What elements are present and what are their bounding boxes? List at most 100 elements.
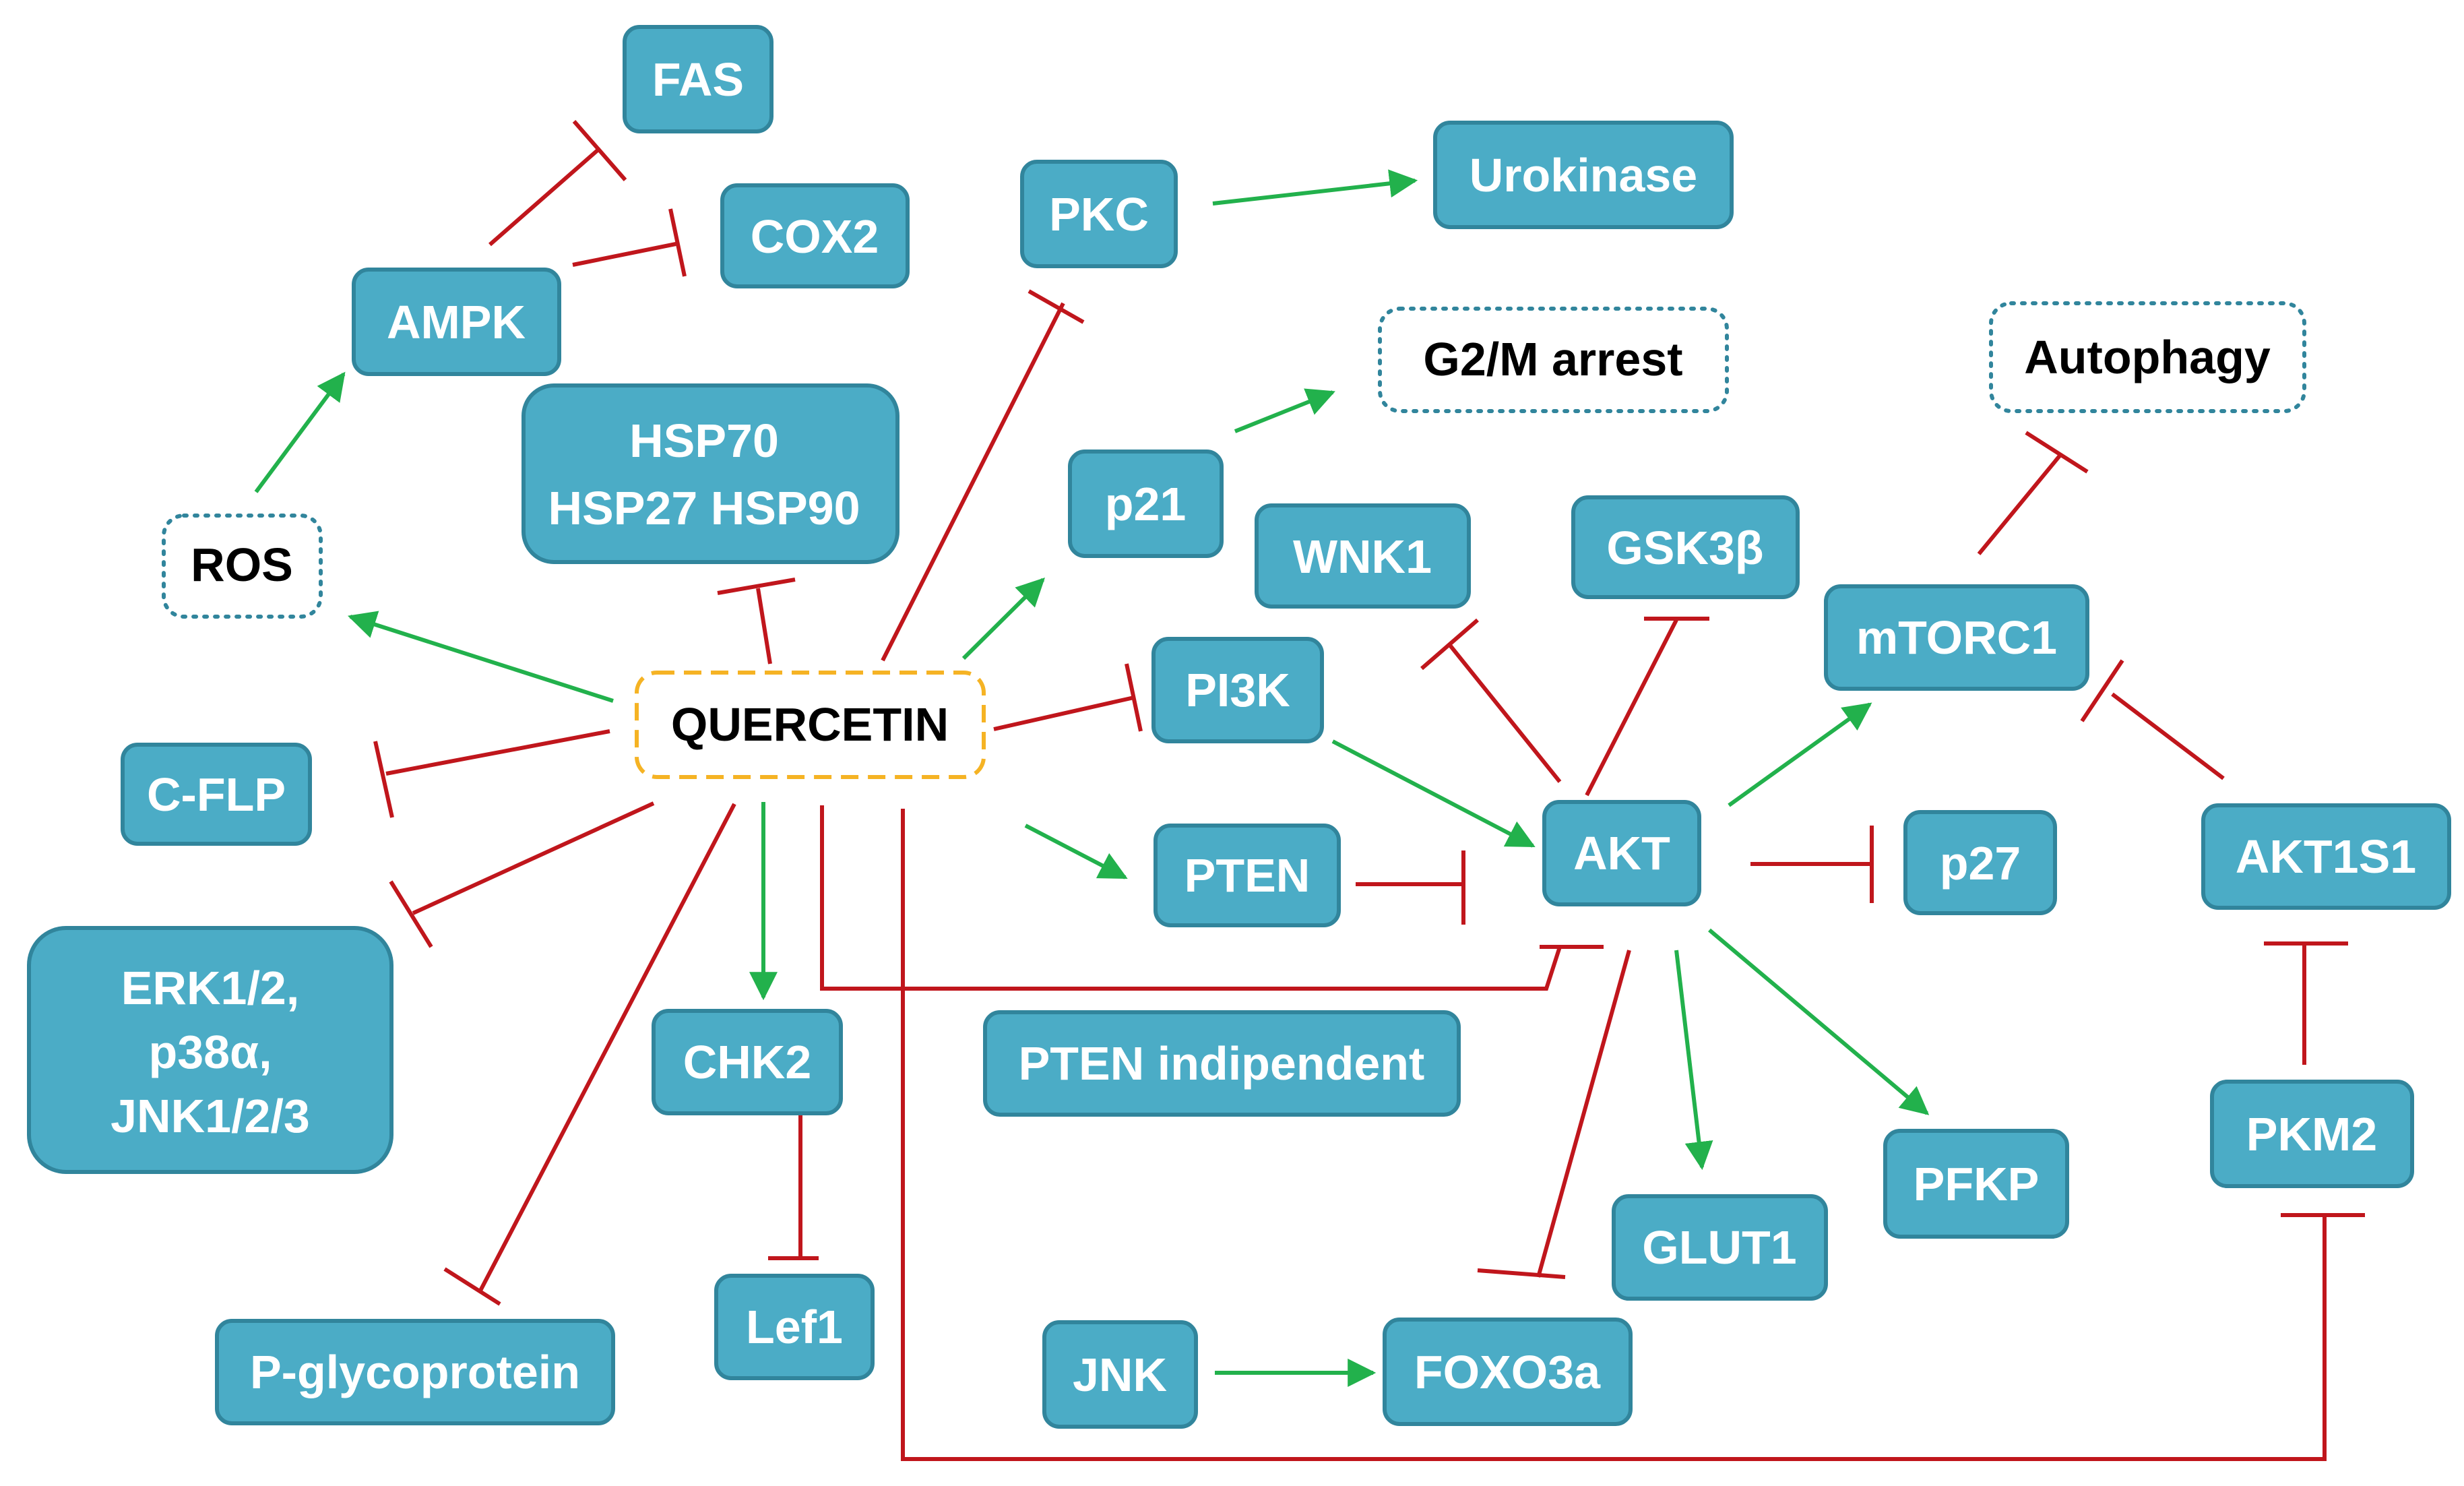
- edge-quercetin-akt-pten-independent: [820, 805, 1562, 991]
- edge-quercetin-pkc: [881, 302, 1065, 662]
- edge-quercetin-pi3k-bar: [1125, 663, 1143, 732]
- edge-quercetin-pkm2: [901, 809, 2327, 1461]
- node-quercetin-label: QUERCETIN: [671, 698, 949, 751]
- node-pkc-label: PKC: [1049, 188, 1149, 241]
- edge-akt1s1-mtorc1: [2111, 692, 2225, 780]
- edge-mtorc1-autophagy: [1977, 454, 2062, 555]
- edge-quercetin-cflp: [385, 729, 610, 776]
- edge-quercetin-pglyco: [478, 803, 736, 1292]
- node-chk2: CHK2: [652, 1009, 843, 1115]
- edge-quercetin-cflp-bar: [373, 741, 394, 818]
- node-urokinase-label: Urokinase: [1470, 149, 1697, 202]
- node-pten: PTEN: [1154, 824, 1341, 927]
- node-akt-label: AKT: [1573, 827, 1670, 879]
- node-p-glycoprotein-label: P-glycoprotein: [250, 1346, 580, 1398]
- edge-ampk-cox2: [572, 242, 676, 267]
- node-wnk1-label: WNK1: [1293, 530, 1432, 583]
- node-chk2-label: CHK2: [683, 1036, 812, 1088]
- node-cflp-label: C-FLP: [147, 768, 286, 821]
- edge-akt-wnk1-bar: [1420, 618, 1479, 671]
- edges: [254, 120, 2365, 1461]
- edge-quercetin-erk-bar: [389, 880, 433, 948]
- node-p27-label: p27: [1940, 837, 2021, 890]
- edge-akt-foxo3a: [1536, 950, 1631, 1278]
- node-jnk-label: JNK: [1073, 1349, 1167, 1401]
- nodes: ROS G2/M arrest Autophagy QUERCETIN FAS …: [27, 25, 2451, 1429]
- node-quercetin: QUERCETIN: [635, 671, 986, 779]
- node-pi3k: PI3K: [1151, 637, 1324, 743]
- node-gsk3b: GSK3β: [1571, 495, 1800, 599]
- edge-quercetin-p21: [961, 578, 1045, 660]
- node-cox2: COX2: [720, 183, 910, 288]
- node-fas-label: FAS: [652, 53, 744, 106]
- edge-akt-gsk3b: [1585, 619, 1678, 797]
- node-p27: p27: [1903, 810, 2057, 915]
- node-ampk-label: AMPK: [387, 296, 526, 348]
- node-pfkp: PFKP: [1883, 1129, 2069, 1239]
- node-pfkp-label: PFKP: [1914, 1158, 2040, 1210]
- edge-quercetin-hsp-bar: [717, 578, 796, 595]
- node-p21-label: p21: [1105, 478, 1187, 530]
- node-autophagy-label: Autophagy: [2024, 331, 2271, 383]
- node-urokinase: Urokinase: [1433, 121, 1734, 229]
- edge-ros-ampk: [254, 371, 346, 493]
- edge-quercetin-ros: [348, 611, 614, 703]
- node-foxo3a: FOXO3a: [1383, 1318, 1633, 1426]
- node-foxo3a-label: FOXO3a: [1414, 1346, 1601, 1398]
- node-mtorc1-label: mTORC1: [1856, 611, 2057, 664]
- node-erk-label-3: JNK1/2/3: [110, 1090, 310, 1142]
- node-lef1: Lef1: [714, 1274, 875, 1380]
- node-glut1: GLUT1: [1612, 1194, 1828, 1301]
- edge-quercetin-pten: [1024, 824, 1128, 879]
- edge-quercetin-hsp: [756, 588, 772, 664]
- node-pkm2-label: PKM2: [2246, 1108, 2377, 1160]
- node-wnk1: WNK1: [1255, 503, 1471, 609]
- node-fas: FAS: [623, 25, 773, 133]
- edge-akt-pfkp: [1708, 928, 1930, 1115]
- edge-ampk-fas-bar: [572, 120, 627, 181]
- node-cox2-label: COX2: [751, 210, 879, 263]
- edge-akt-foxo3a-bar: [1477, 1268, 1566, 1279]
- node-hsp: HSP70 HSP27 HSP90: [522, 383, 899, 564]
- edge-quercetin-erk: [412, 801, 655, 915]
- node-gsk3b-label: GSK3β: [1606, 522, 1763, 574]
- node-akt1s1-label: AKT1S1: [2236, 830, 2416, 883]
- node-erk-p38-jnk: ERK1/2, p38α, JNK1/2/3: [27, 926, 393, 1174]
- edge-quercetin-pi3k: [993, 695, 1135, 731]
- node-ros: ROS: [162, 514, 323, 619]
- edge-akt-mtorc1: [1728, 702, 1872, 807]
- edge-quercetin-pglyco-bar: [443, 1267, 501, 1306]
- node-p21: p21: [1068, 450, 1224, 558]
- edge-mtorc1-autophagy-bar: [2025, 431, 2089, 474]
- node-pkc: PKC: [1020, 160, 1178, 268]
- edge-pi3k-akt: [1331, 739, 1536, 848]
- node-p-glycoprotein: P-glycoprotein: [215, 1319, 615, 1425]
- node-cflp: C-FLP: [121, 743, 312, 846]
- edge-akt1s1-mtorc1-bar: [2080, 659, 2124, 722]
- node-mtorc1: mTORC1: [1824, 584, 2089, 691]
- node-pkm2: PKM2: [2210, 1080, 2414, 1188]
- node-pten-label: PTEN: [1184, 849, 1310, 902]
- edge-quercetin-pkc-bar: [1028, 289, 1085, 324]
- edge-akt-wnk1: [1447, 642, 1562, 783]
- node-erk-label-2: p38α,: [148, 1026, 272, 1078]
- node-lef1-label: Lef1: [746, 1301, 843, 1353]
- node-hsp-label-1: HSP70: [629, 414, 779, 467]
- node-jnk: JNK: [1042, 1320, 1198, 1429]
- edge-akt-glut1: [1674, 950, 1713, 1171]
- node-akt1s1: AKT1S1: [2201, 803, 2451, 910]
- edge-ampk-cox2-bar: [668, 208, 687, 277]
- node-ampk: AMPK: [352, 268, 561, 376]
- edge-pkc-urokinase: [1212, 169, 1418, 206]
- node-pten-independent: PTEN indipendent: [983, 1010, 1461, 1117]
- node-g2m-arrest-label: G2/M arrest: [1423, 333, 1682, 385]
- node-ros-label: ROS: [191, 538, 293, 591]
- node-g2m-arrest: G2/M arrest: [1378, 307, 1729, 413]
- edge-ampk-fas: [488, 148, 600, 247]
- node-pi3k-label: PI3K: [1185, 664, 1290, 716]
- node-autophagy: Autophagy: [1989, 301, 2306, 413]
- node-erk-label-1: ERK1/2,: [121, 962, 300, 1014]
- node-glut1-label: GLUT1: [1642, 1221, 1796, 1274]
- edge-p21-g2m: [1234, 388, 1335, 433]
